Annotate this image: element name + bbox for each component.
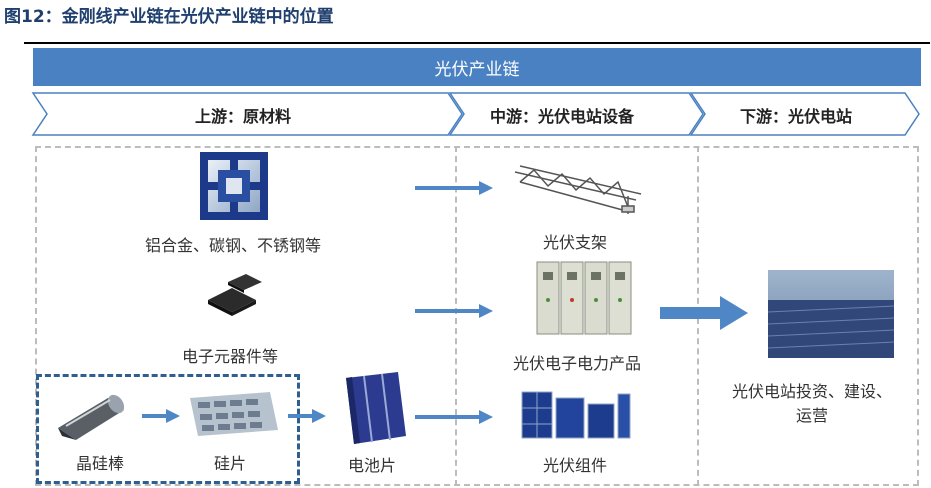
aluminum-profile-icon: [200, 152, 268, 220]
caption-aluminum: 铝合金、碳钢、不锈钢等: [144, 236, 321, 255]
caption-cell: 电池片: [347, 456, 396, 475]
solar-plant-photo: [767, 270, 895, 358]
stage-upstream-label: 上游：原材料: [195, 107, 292, 126]
industry-chain-banner: 光伏产业链: [33, 48, 921, 86]
arrow-wafer-to-cell: [288, 409, 326, 423]
caption-wafer: 硅片: [213, 454, 246, 473]
arrow-cell-to-modules: [415, 410, 493, 424]
caption-modules: 光伏组件: [542, 456, 607, 475]
chip-icon: [208, 274, 262, 316]
flow-arrows: [142, 181, 748, 424]
arrow-equipment-to-plant: [660, 296, 748, 330]
caption-mount: 光伏支架: [542, 233, 607, 252]
silicon-ingot-icon: [58, 394, 125, 440]
silicon-wafer-group: [36, 374, 300, 484]
caption-ingot: 晶硅棒: [75, 454, 124, 473]
caption-electronics: 电子元器件等: [181, 347, 278, 366]
solar-cell-icon: [346, 372, 406, 444]
stage-midstream-label: 中游：光伏电站设备: [490, 107, 635, 126]
caption-power-products: 光伏电子电力产品: [512, 354, 641, 373]
arrow-ingot-to-wafer: [142, 409, 180, 423]
solar-module-icon: [521, 391, 631, 439]
pv-mount-icon: [514, 165, 642, 214]
silicon-wafer-icon: [190, 392, 278, 436]
stage-downstream-label: 下游：光伏电站: [740, 107, 853, 126]
midstream-chevron: [448, 92, 704, 136]
upstream-chevron: [31, 92, 463, 136]
column-divider-1: [455, 146, 457, 486]
arrow-aluminum-to-mount: [415, 181, 493, 195]
chain-grid-frame: [35, 146, 919, 486]
arrow-electronics-to-power: [415, 304, 493, 318]
title-divider: [24, 42, 930, 44]
caption-plant-line2: 运营: [795, 406, 828, 425]
downstream-chevron: [689, 92, 920, 136]
figure-title: 图12：金刚线产业链在光伏产业链中的位置: [4, 7, 334, 27]
power-cabinet-icon: [536, 261, 632, 335]
caption-plant-line1: 光伏电站投资、建设、: [731, 382, 892, 401]
